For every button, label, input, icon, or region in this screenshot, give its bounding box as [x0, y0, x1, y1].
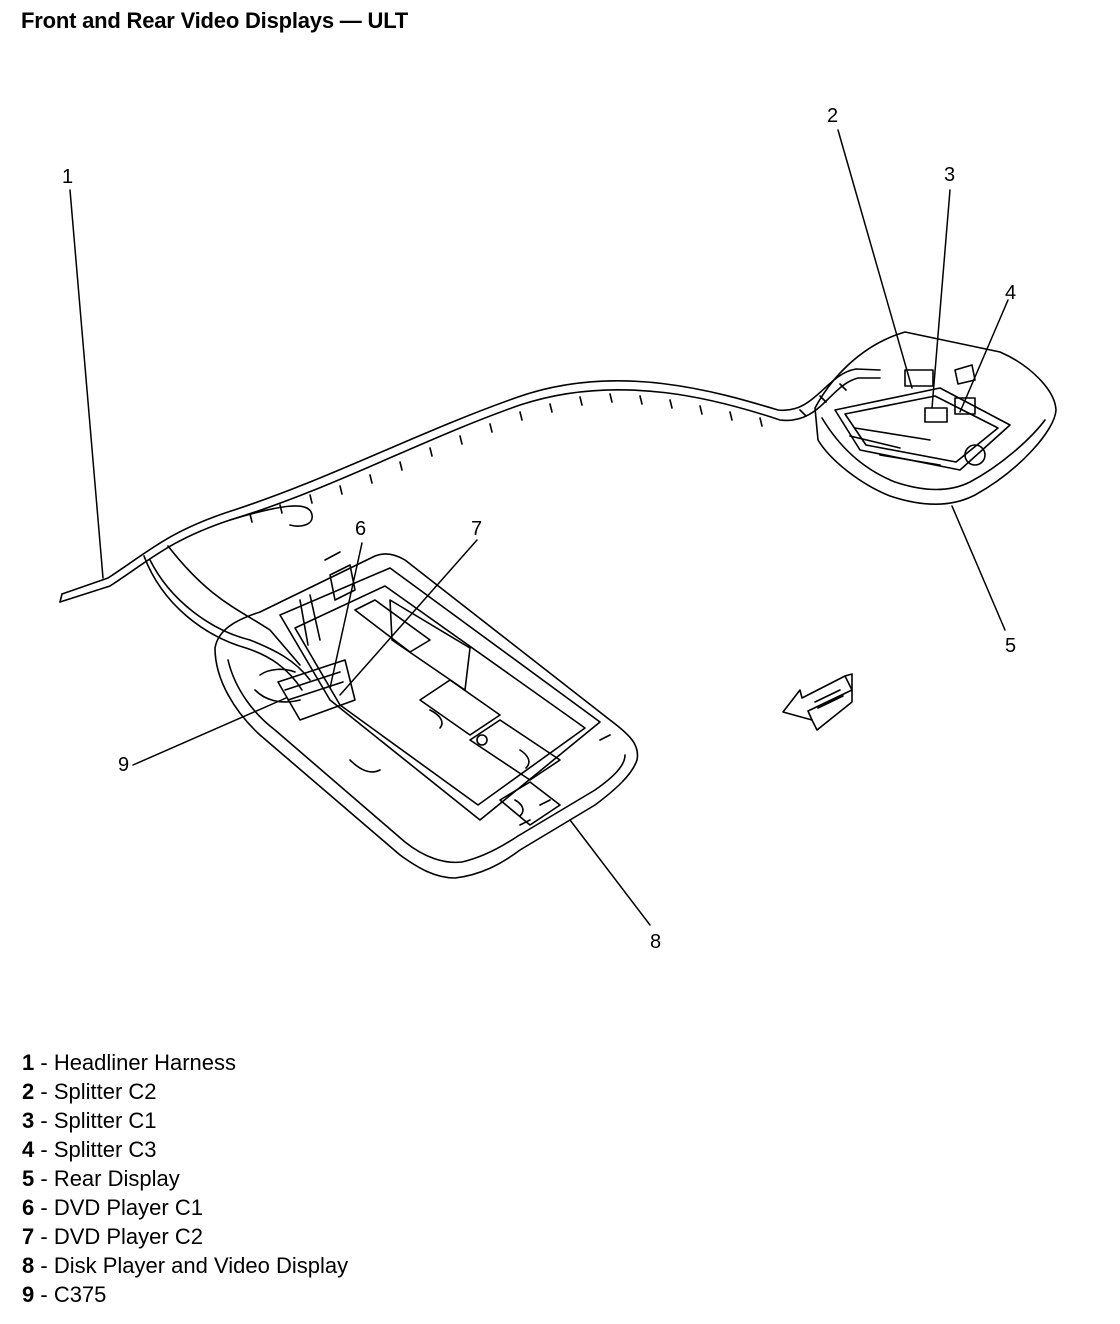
legend-item: 5 - Rear Display: [22, 1166, 180, 1191]
rear-display: [814, 331, 1057, 505]
front-direction-arrow: [782, 673, 853, 731]
legend-item: 7 - DVD Player C2: [22, 1224, 203, 1249]
legend-item: 6 - DVD Player C1: [22, 1195, 203, 1220]
legend-item: 9 - C375: [22, 1282, 107, 1307]
callout-1: 1: [62, 166, 73, 188]
page-title: Front and Rear Video Displays — ULT: [21, 8, 409, 33]
callout-6: 6: [355, 518, 366, 540]
legend-item: 3 - Splitter C1: [22, 1108, 157, 1133]
callout-2: 2: [827, 105, 838, 127]
headliner-harness: [59, 368, 881, 691]
callout-labels: 1 2 3 4 5 6 7 8 9: [62, 105, 1016, 953]
callout-3: 3: [944, 164, 955, 186]
legend: 1 - Headliner Harness 2 - Splitter C2 3 …: [22, 1048, 348, 1309]
legend-item: 1 - Headliner Harness: [22, 1050, 237, 1075]
callout-9: 9: [118, 754, 129, 776]
legend-item: 4 - Splitter C3: [22, 1137, 157, 1162]
disk-player-and-video-display: [214, 551, 639, 879]
callout-4: 4: [1005, 282, 1016, 304]
callout-5: 5: [1005, 635, 1016, 657]
legend-item: 8 - Disk Player and Video Display: [22, 1253, 349, 1278]
legend-item: 2 - Splitter C2: [22, 1079, 157, 1104]
leader-lines: [69, 129, 1009, 926]
callout-7: 7: [471, 518, 482, 540]
callout-8: 8: [650, 931, 661, 953]
wiring-diagram: 1 2 3 4 5 6 7 8 9: [59, 105, 1057, 953]
